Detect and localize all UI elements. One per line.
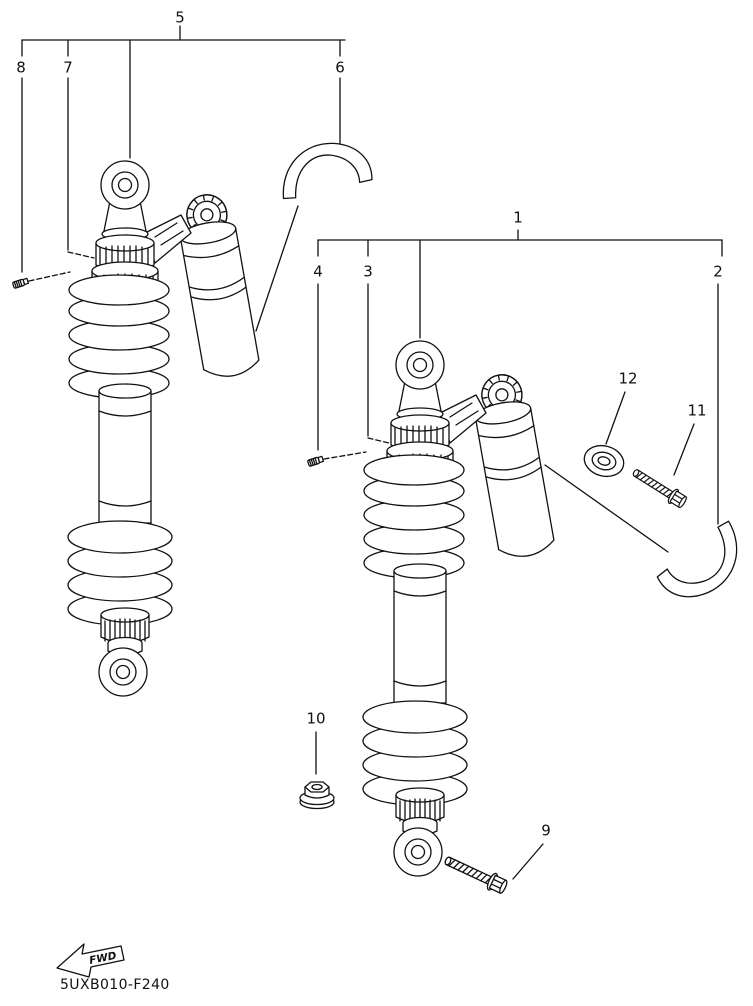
callout-6: 6 (335, 58, 345, 77)
leader-9 (512, 843, 544, 880)
leader-2 (544, 283, 719, 553)
leader-12 (605, 391, 626, 445)
callout-12: 12 (618, 369, 638, 388)
nut-10 (299, 781, 335, 810)
callout-9: 9 (541, 821, 551, 840)
leader-6 (255, 77, 341, 332)
callout-2: 2 (713, 262, 723, 281)
shock-absorber-left (67, 160, 262, 697)
fwd-arrow: FWD (56, 943, 125, 978)
part-code: 5UXB010-F240 (60, 977, 170, 993)
screw-4 (306, 455, 325, 468)
bolt-11 (629, 464, 690, 511)
callout-5: 5 (175, 8, 185, 27)
leader-3 (367, 283, 394, 445)
clamp-left (281, 137, 376, 209)
callout-7: 7 (63, 58, 73, 77)
callout-1: 1 (513, 208, 523, 227)
clamp-right (647, 520, 751, 608)
screw-8 (11, 277, 30, 290)
shock-absorber-right (362, 340, 557, 877)
callout-4: 4 (313, 262, 323, 281)
leader-4 (317, 283, 367, 460)
callout-11: 11 (687, 401, 707, 420)
bushing-12 (583, 444, 625, 478)
callout-8: 8 (16, 58, 26, 77)
leader-7 (67, 77, 95, 259)
callout-3: 3 (363, 262, 373, 281)
bolt-9 (441, 851, 510, 897)
bracket-group-5 (21, 25, 346, 159)
bracket-group-1 (317, 229, 723, 339)
leader-8 (21, 77, 71, 282)
leader-11 (673, 423, 695, 476)
callout-10: 10 (306, 709, 326, 728)
fwd-label: FWD (88, 950, 118, 967)
